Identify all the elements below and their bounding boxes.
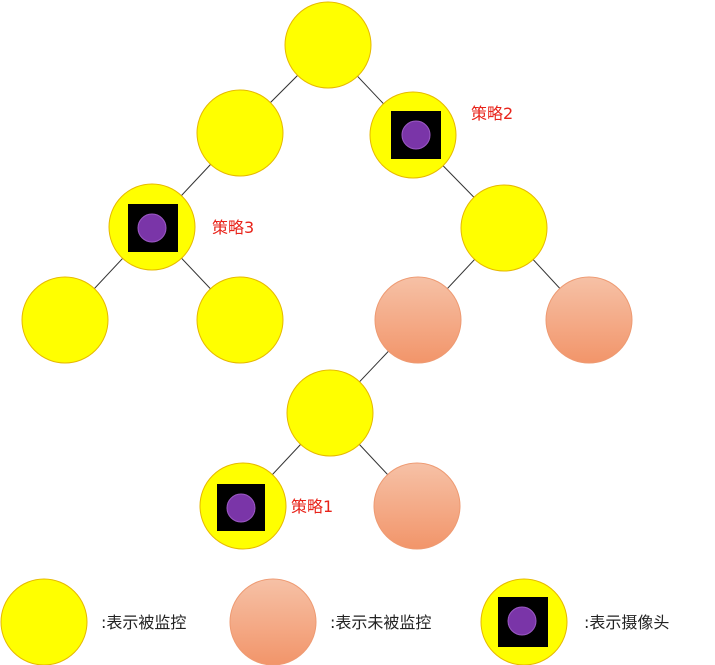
legend-monitored-swatch [0,578,88,665]
camera-icon [137,213,167,243]
legend-item-camera: :表示摄像头 [480,578,669,665]
node-circle [374,276,462,364]
legend-unmonitored-swatch [229,578,317,665]
legend: :表示被监控 :表示未被监控 :表示摄像头 [0,578,669,665]
node-circle [460,184,548,272]
camera-icon [226,493,256,523]
tree-node-r: 策略2 [369,91,513,179]
tree-node-rrlll: 策略1 [199,462,333,550]
tree-node-ll: 策略3 [108,183,254,271]
camera-icon [401,120,431,150]
legend-camera-label: :表示摄像头 [584,613,669,632]
tree-node-rrl [374,276,462,364]
node-circle [196,276,284,364]
node-circle [286,369,374,457]
tree-node-rrllr [373,462,461,550]
node-circle [545,276,633,364]
strategy-label-1: 策略1 [291,497,333,516]
legend-item-monitored: :表示被监控 [0,578,186,665]
strategy-label-2: 策略2 [471,104,513,123]
tree-node-llr [196,276,284,364]
tree-node-rrr [545,276,633,364]
tree-node-l [196,89,284,177]
legend-monitored-label: :表示被监控 [101,613,186,632]
node-circle [284,1,372,89]
node-circle [196,89,284,177]
strategy-label-3: 策略3 [212,218,254,237]
camera-icon [507,606,537,636]
node-circle [21,276,109,364]
legend-unmonitored-label: :表示未被监控 [330,613,431,632]
node-circle [373,462,461,550]
tree-node-root [284,1,372,89]
tree-node-lll [21,276,109,364]
legend-item-unmonitored: :表示未被监控 [229,578,431,665]
tree-node-rrll [286,369,374,457]
tree-node-rr [460,184,548,272]
tree-nodes: 策略2 策略3 策略1 [21,1,633,550]
